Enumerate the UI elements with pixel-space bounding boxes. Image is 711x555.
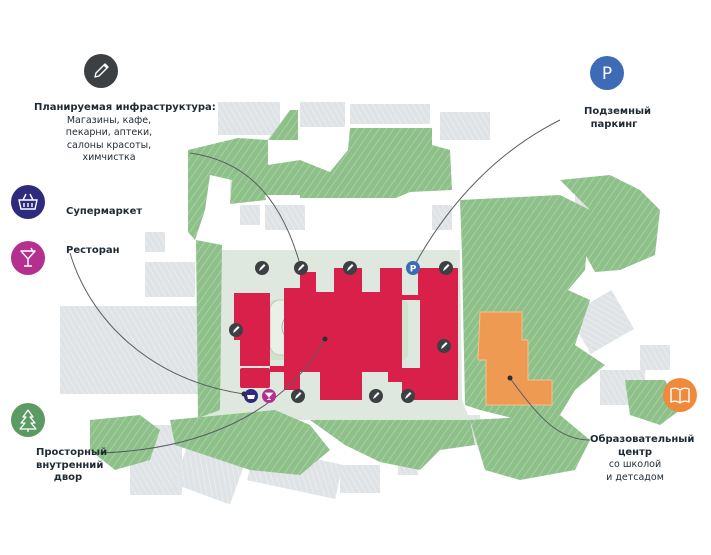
supermarket-text: Супермаркет [66,206,143,217]
supermarket-label: Супермаркет [66,206,142,219]
parking-line-2: паркинг [590,118,638,130]
residential-buildings [234,268,458,400]
restaurant-label: Ресторан [66,245,120,258]
courtyard-line-2: внутренний [36,459,104,471]
svg-text:P: P [410,265,417,275]
education-title: Образовательный [590,434,695,445]
courtyard-line-1: Просторный [36,447,108,458]
education-line-3: и детсадом [606,471,664,483]
svg-text:P: P [602,64,612,84]
education-label: Образовательный центр со школой и детсад… [590,434,695,484]
pencil-markers: P [229,261,453,403]
education-line-2: со школой [608,459,662,470]
courtyard-line-3: двор [53,472,83,483]
basket-icon [11,185,45,219]
parking-icon: P [590,56,624,90]
pencil-icon [84,54,118,88]
tree-icon [11,403,45,437]
parking-line-1: Подземный [584,106,652,117]
courtyard-label: Просторный внутренний двор [36,447,108,485]
cocktail-icon [11,241,45,275]
infra-line-4: химчистка [82,152,136,163]
infra-title: Планируемая инфраструктура: [34,102,216,113]
book-icon [663,378,697,412]
restaurant-text: Ресторан [66,245,120,256]
education-line-1: центр [617,446,653,458]
leader-lines [69,119,591,454]
infra-line-3: салоны красоты, [66,139,152,151]
infra-line-2: пекарни, аптеки, [65,127,153,138]
infra-line-1: Магазины, кафе, [66,114,152,126]
infra-label: Планируемая инфраструктура: Магазины, ка… [34,102,216,165]
parking-label: Подземный паркинг [584,106,652,131]
education-building [477,311,553,406]
